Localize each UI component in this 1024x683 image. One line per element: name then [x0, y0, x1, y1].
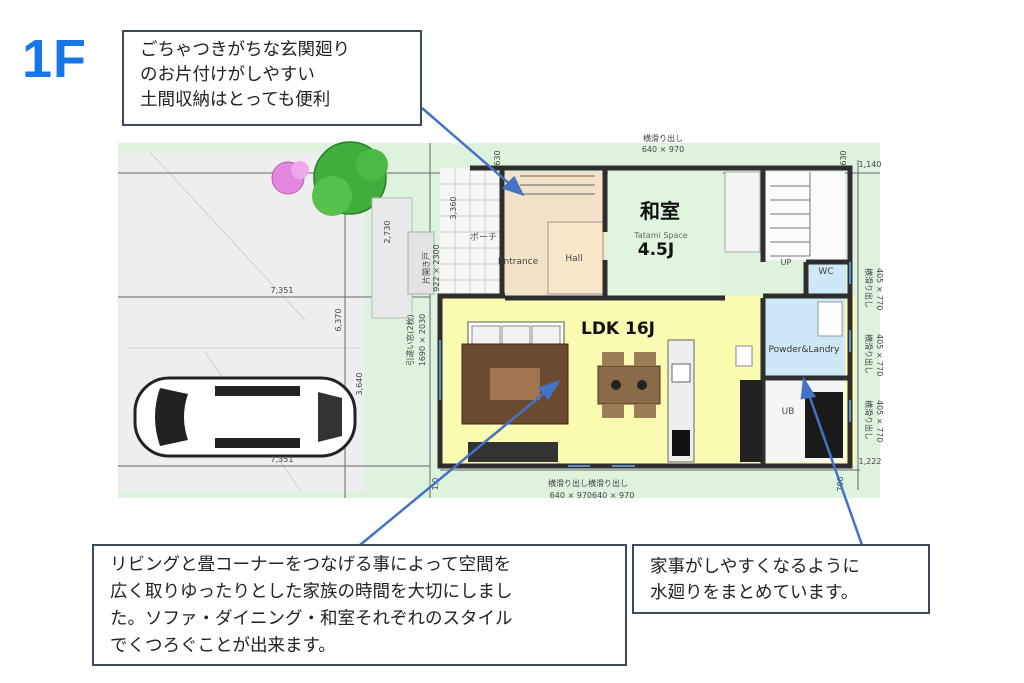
stove	[672, 430, 690, 456]
window-marks	[439, 262, 851, 467]
tatami-floor	[608, 172, 723, 295]
room-label-washitsu-en: Tatami Space	[633, 231, 688, 240]
floor-label: 1F	[22, 29, 88, 89]
dim-3640: 3,640	[355, 373, 364, 396]
tv-board	[468, 442, 558, 462]
tree-icon	[312, 176, 352, 216]
washing-machine	[817, 301, 843, 337]
window-label-bottom: 横滑り出し横滑り出し	[548, 478, 628, 488]
stairs-up-label: UP	[781, 258, 792, 267]
callout-arrows	[359, 107, 864, 546]
car-icon	[133, 376, 357, 458]
arrow-ldk	[359, 389, 549, 546]
porch-tiles	[440, 168, 500, 296]
tree-icon	[356, 149, 388, 181]
room-label-porch: ポーチ	[470, 232, 497, 243]
window-size-top: 640 × 970	[642, 145, 684, 154]
arrow-water-head	[800, 376, 817, 400]
room-label-entrance: Entrance	[498, 257, 539, 267]
dining-table-icon	[597, 352, 661, 418]
walls	[437, 165, 853, 469]
dim-1222: 1,222	[859, 457, 882, 466]
door-label: 片開き戸	[421, 252, 431, 284]
window-label-top: 横滑り出し	[643, 133, 683, 143]
arrow-entrance-head	[501, 175, 525, 197]
callout-entrance: ごちゃつきがちな玄関廻り のお片付けがしやすい 土間収納はとっても便利	[122, 30, 422, 126]
shoe-storage	[520, 175, 595, 195]
callout-water-line: 水廻りをまとめています。	[650, 583, 859, 603]
hall-floor	[547, 221, 604, 295]
sink	[671, 363, 691, 383]
callout-entrance-line: ごちゃつきがちな玄関廻り	[140, 40, 350, 60]
dim-6370: 6,370	[334, 309, 343, 332]
arrow-water	[806, 391, 864, 546]
callout-ldk-line: た。ソファ・ダイニング・和室それぞれのスタイル	[110, 609, 513, 629]
dim-630-right: 630	[839, 150, 848, 165]
callout-ldk: リビングと畳コーナーをつなげる事によって空間を 広く取りゆったりとした家族の時間…	[92, 544, 627, 666]
room-label-ub: UB	[782, 407, 795, 417]
callout-ldk-line: 広く取りゆったりとした家族の時間を大切にしまし	[110, 582, 513, 602]
dim-7351-b: 7,351	[271, 455, 294, 464]
window-label-right1: 横滑り出し	[864, 268, 874, 308]
door-size: 922 × 2300	[432, 244, 441, 291]
window-size-right2: 405 × 770	[875, 334, 884, 376]
window-label-left: 引違い窓(2枚)	[405, 314, 415, 365]
window-size-left: 1690 × 2030	[418, 314, 427, 367]
dim-3360: 3,360	[449, 197, 458, 220]
dim-2730: 2,730	[383, 221, 392, 244]
stairs	[765, 172, 845, 260]
cupboard	[740, 380, 762, 462]
callout-entrance-line: のお片付けがしやすい	[140, 65, 315, 85]
callout-entrance-line: 土間収納はとっても便利	[140, 90, 331, 110]
room-label-ldk: LDK 16J	[581, 319, 655, 339]
room-label-hall: Hall	[565, 254, 582, 264]
room-label-washitsu: 和室	[640, 199, 680, 223]
room-label-wc: WC	[818, 267, 833, 277]
room-label-washitsu-size: 4.5J	[638, 240, 674, 260]
callout-ldk-line: でくつろぐことが出来ます。	[110, 636, 336, 656]
flower-shrub-icon	[291, 161, 309, 179]
callout-water: 家事がしやすくなるように 水廻りをまとめています。	[632, 544, 930, 614]
sofa-icon	[461, 321, 569, 425]
wc-floor	[806, 262, 846, 294]
window-size-bottom: 640 × 970640 × 970	[550, 491, 635, 500]
dim-1140: 1,140	[859, 160, 882, 169]
window-label-right2: 横滑り出し	[864, 334, 874, 374]
closet	[724, 171, 761, 253]
arrow-entrance	[421, 107, 513, 187]
room-label-powder: Powder&Landry	[769, 345, 841, 355]
fridge	[735, 345, 753, 367]
dim-630-top: 630	[493, 150, 502, 165]
door-slab	[407, 231, 435, 295]
callout-ldk-line: リビングと畳コーナーをつなげる事によって空間を	[110, 555, 512, 575]
callout-water-line: 家事がしやすくなるように	[650, 557, 860, 577]
arrow-ldk-head	[537, 379, 561, 401]
path-slab	[371, 197, 413, 319]
window-size-right3: 405 × 770	[875, 400, 884, 442]
stair-steps	[770, 172, 811, 257]
window-label-right3: 横滑り出し	[864, 400, 874, 440]
dim-7351: 7,351	[271, 286, 294, 295]
window-size-right1: 405 × 770	[875, 268, 884, 310]
